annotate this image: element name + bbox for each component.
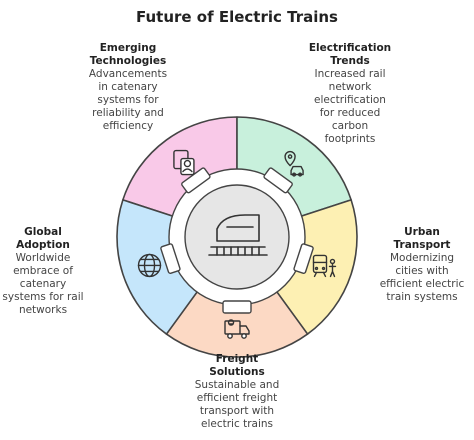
car-location-icon xyxy=(284,150,304,177)
hub-notch xyxy=(222,300,252,314)
diagram-title: Future of Electric Trains xyxy=(135,8,338,26)
hub-notch xyxy=(181,167,211,194)
hub-notch xyxy=(293,243,314,274)
id-badge-icon xyxy=(173,149,195,176)
hub-notch xyxy=(160,243,181,274)
hub-notch xyxy=(263,167,293,194)
electric-train-icon xyxy=(208,214,268,256)
delivery-truck-icon xyxy=(224,319,250,339)
globe-icon xyxy=(137,253,162,278)
tram-person-icon xyxy=(312,254,337,278)
center-hub xyxy=(160,167,314,314)
